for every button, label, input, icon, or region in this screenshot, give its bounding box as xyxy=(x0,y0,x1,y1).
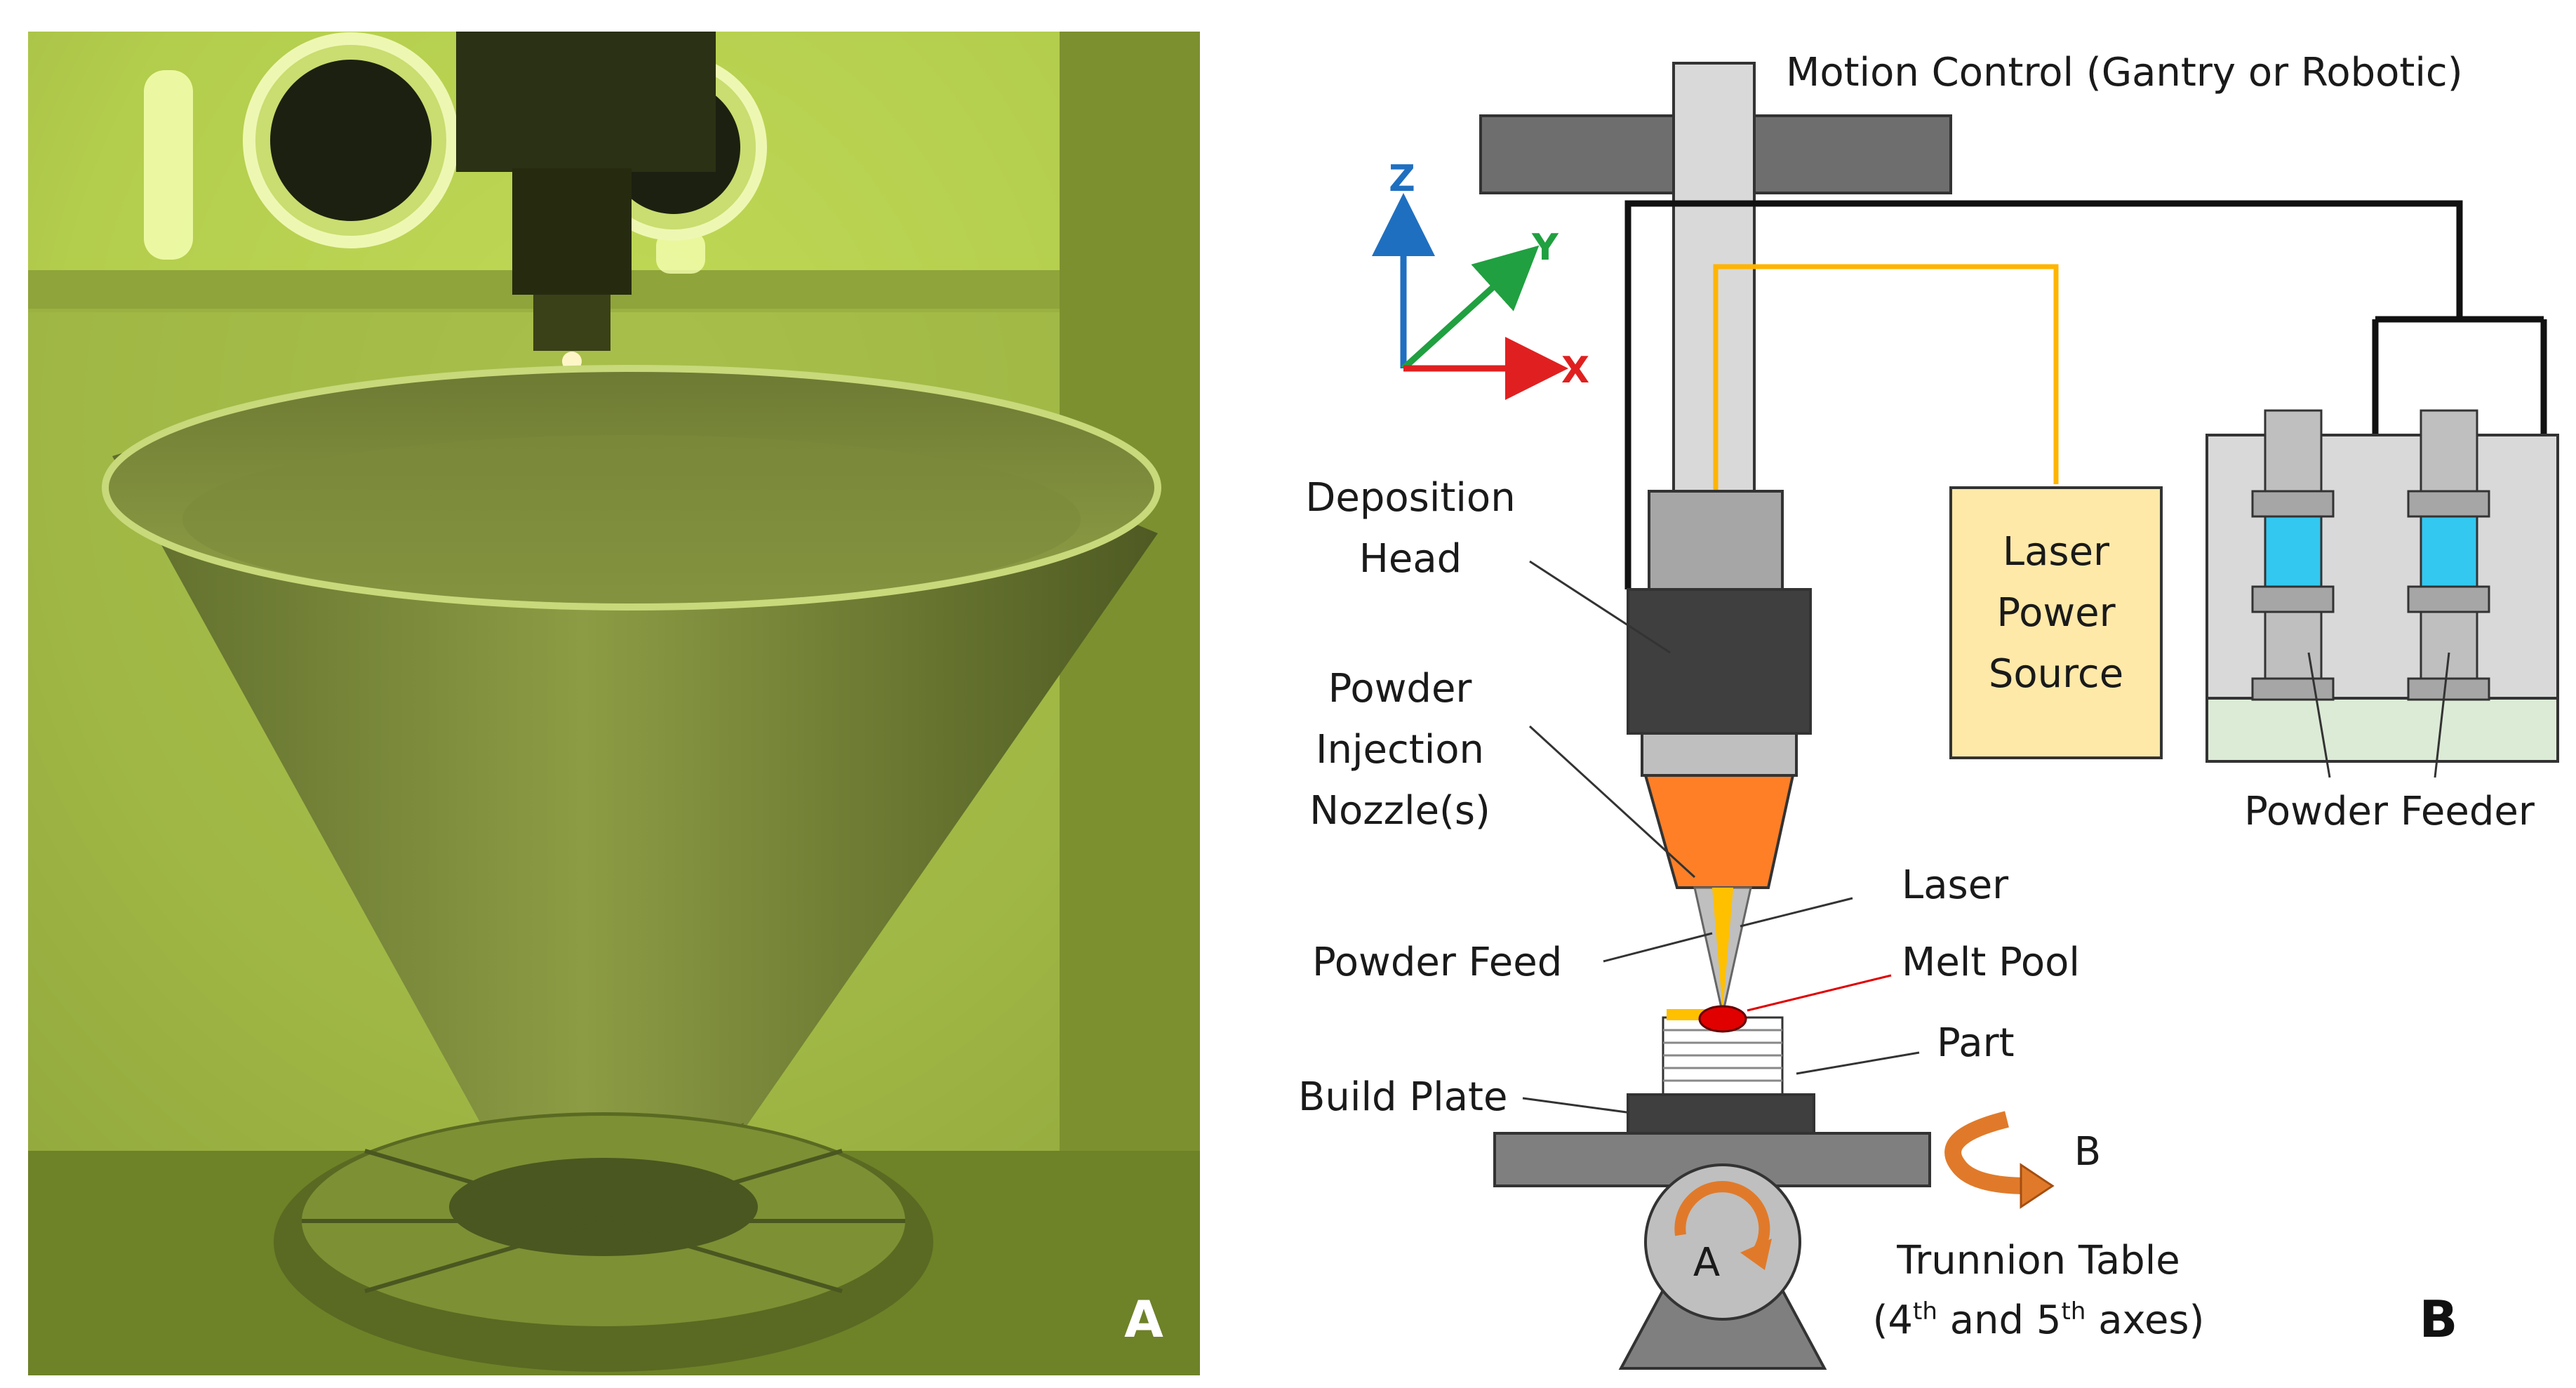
build-plate xyxy=(1627,1093,1815,1135)
build-plate-label: Build Plate xyxy=(1298,1074,1507,1120)
nozzle-label-2: Injection xyxy=(1316,727,1484,773)
laser-power-line-1: Laser xyxy=(2003,529,2110,575)
panel-b-letter: B xyxy=(2420,1290,2458,1349)
porthole-left xyxy=(243,32,459,248)
axis-z-label: Z xyxy=(1389,158,1415,200)
trunnion-support: A xyxy=(1618,1163,1827,1370)
panel-a-photo: A xyxy=(28,32,1200,1375)
rotation-a-arrow xyxy=(1674,1181,1770,1260)
axis-y-label: Y xyxy=(1531,227,1559,269)
rotation-a-label: A xyxy=(1693,1240,1720,1286)
laser-power-line-2: Power xyxy=(1996,590,2116,636)
melt-pool-label: Melt Pool xyxy=(1902,940,2080,985)
nozzle-label-3: Nozzle(s) xyxy=(1309,788,1490,834)
motion-control-label: Motion Control (Gantry or Robotic) xyxy=(1786,50,2463,95)
panel-b-schematic: Motion Control (Gantry or Robotic) Z Y X… xyxy=(1298,50,2559,1370)
melt-pool xyxy=(1698,1005,1747,1033)
nozzle-label-1: Powder xyxy=(1328,666,1473,712)
panel-a-letter: A xyxy=(1124,1290,1163,1349)
powder-feeder-label: Powder Feeder xyxy=(2244,789,2535,834)
powder-feeder xyxy=(2205,409,2559,778)
axes-indicator: Z Y X xyxy=(1372,158,1589,400)
rotation-b-label: B xyxy=(2074,1129,2101,1175)
laser-power-line xyxy=(1713,264,2059,491)
trunnion-table-label: Trunnion Table xyxy=(1896,1238,2180,1283)
photo-rotary-table xyxy=(274,1112,933,1372)
deposition-head-label-2: Head xyxy=(1359,536,1462,582)
laser-label: Laser xyxy=(1902,862,2009,908)
laser-beam xyxy=(1712,888,1733,1010)
laser-power-source-box: Laser Power Source xyxy=(1949,486,2163,759)
rotation-b-arrow: B xyxy=(1944,1111,2101,1209)
powder-feed-label: Powder Feed xyxy=(1312,940,1562,985)
trunnion-axes-label: (4th and 5th axes) xyxy=(1873,1297,2205,1343)
feeder-supply-line xyxy=(1624,200,2463,589)
axis-x-label: X xyxy=(1561,349,1589,392)
part-label: Part xyxy=(1937,1020,2015,1066)
deposition-head-label-1: Deposition xyxy=(1305,475,1515,521)
laser-power-line-3: Source xyxy=(1989,651,2123,697)
deposition-head xyxy=(1627,490,1812,1015)
printed-part xyxy=(1662,1005,1784,1096)
powder-nozzle xyxy=(1643,774,1795,889)
